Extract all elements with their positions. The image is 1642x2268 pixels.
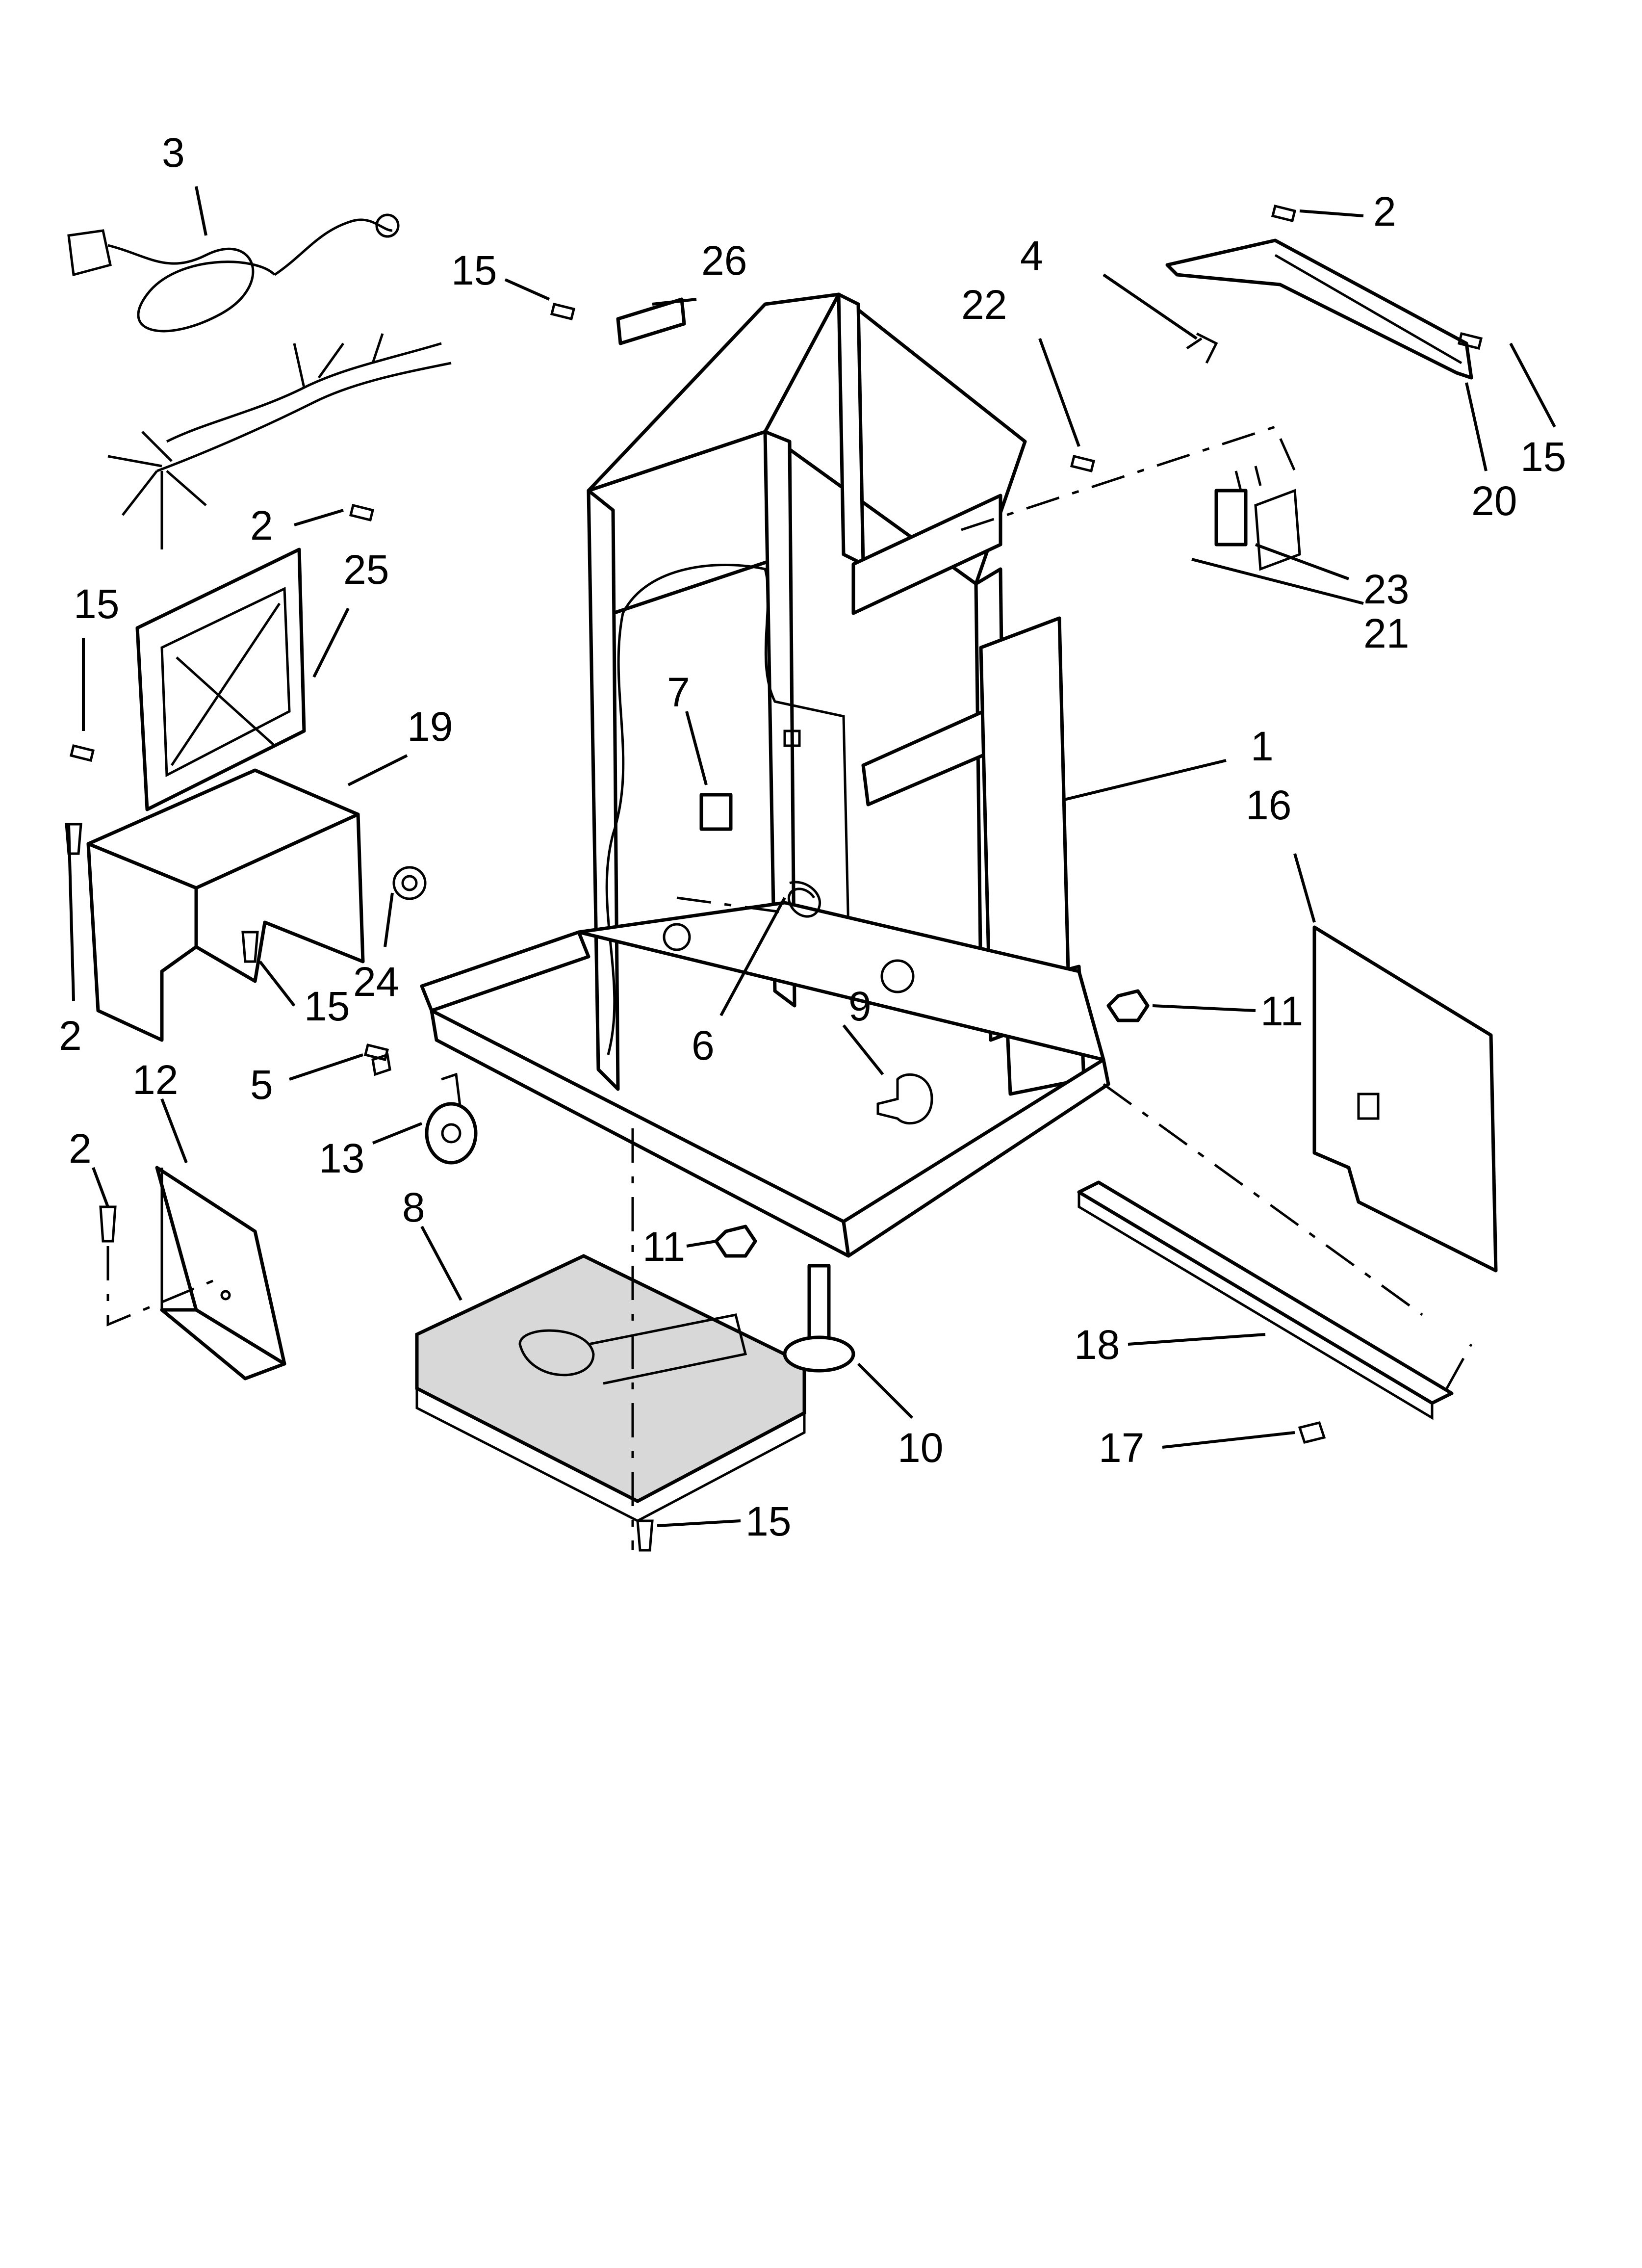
callout-1: 1 — [1251, 723, 1274, 769]
power-cord-harness — [67, 213, 452, 549]
callout-4: 4 — [1020, 233, 1043, 279]
callout-11-right: 11 — [1260, 988, 1303, 1034]
callout-25: 25 — [343, 547, 389, 593]
rail-18 — [1077, 1180, 1454, 1420]
callout-3: 3 — [162, 130, 185, 176]
callout-24: 24 — [353, 959, 399, 1005]
callout-11-bottom: 11 — [642, 1224, 685, 1270]
callout-13: 13 — [319, 1135, 364, 1181]
callout-10: 10 — [898, 1425, 943, 1471]
leader-lines — [67, 186, 1556, 1527]
callout-2-shield: 2 — [69, 1125, 92, 1172]
callout-12: 12 — [132, 1057, 178, 1103]
callout-16: 16 — [1246, 782, 1291, 828]
callout-15-bottom: 15 — [745, 1498, 791, 1544]
callout-2-top-right: 2 — [1373, 188, 1396, 235]
panel-16 — [1312, 925, 1498, 1273]
callout-2-cover: 2 — [59, 1013, 82, 1059]
small-parts — [65, 204, 1483, 1552]
shield-12 — [155, 1166, 286, 1381]
callout-6: 6 — [692, 1022, 715, 1069]
panel-25 — [135, 547, 306, 811]
callout-2-harness: 2 — [250, 502, 273, 548]
callout-15-right: 15 — [1520, 434, 1566, 480]
callout-7: 7 — [667, 669, 690, 715]
callout-21: 21 — [1363, 610, 1409, 656]
callout-26: 26 — [701, 237, 747, 284]
callout-8: 8 — [402, 1184, 425, 1230]
callout-labels: 3 2 15 26 4 22 15 20 23 21 2 25 15 19 7 … — [59, 130, 1566, 1544]
cover-19 — [86, 768, 427, 1042]
callout-15-left: 15 — [74, 581, 119, 627]
callout-15-top: 15 — [451, 247, 497, 293]
callout-20: 20 — [1471, 478, 1517, 524]
callout-23: 23 — [1363, 566, 1409, 612]
callout-18: 18 — [1074, 1322, 1120, 1368]
callout-22: 22 — [961, 282, 1007, 328]
callout-15-cover: 15 — [304, 983, 350, 1029]
callout-9: 9 — [848, 983, 872, 1029]
rail-20 — [1165, 238, 1473, 380]
dash-guides — [106, 425, 1473, 1550]
base-pan-8 — [415, 1254, 806, 1522]
cabinet-frame — [420, 292, 1110, 1258]
callout-17: 17 — [1099, 1425, 1144, 1471]
callout-19: 19 — [407, 704, 453, 750]
switch-23 — [1214, 466, 1301, 571]
callout-5: 5 — [250, 1062, 273, 1108]
